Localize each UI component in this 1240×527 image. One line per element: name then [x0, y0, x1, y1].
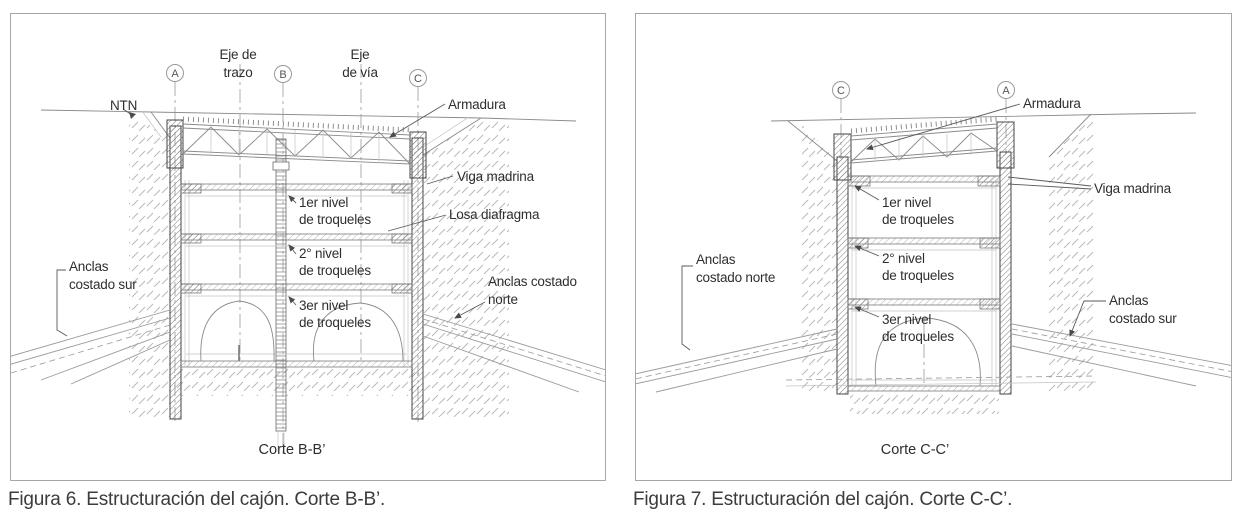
- corte-cc-drawing: C A Armadura Viga madrina 1er nivel de t…: [636, 81, 1231, 458]
- label-losa-diafragma: Losa diafragma: [449, 207, 540, 222]
- label-nivel2-line2: de troqueles: [299, 263, 371, 278]
- label-nivel1-line2: de troqueles: [882, 212, 954, 227]
- figure7-panel: C A Armadura Viga madrina 1er nivel de t…: [635, 13, 1232, 481]
- soil-hatch: [129, 112, 509, 418]
- corte-cc-title: Corte C-C’: [881, 442, 949, 458]
- leader-lines: [681, 103, 1106, 351]
- diaphragm-walls: [166, 119, 427, 420]
- anchor-crossing-lines: [785, 375, 1097, 387]
- anchors-south: [11, 309, 171, 385]
- label-nivel1-line2: de troqueles: [299, 212, 371, 227]
- label-nivel2-line1: 2° nivel: [299, 246, 342, 261]
- tunnel-profiles: [200, 300, 404, 362]
- label-nivel1-line1: 1er nivel: [882, 195, 931, 210]
- roof-truss: [182, 116, 411, 165]
- figure7-caption: Figura 7. Estructuración del cajón. Cort…: [633, 489, 1013, 510]
- soil-hatch: [800, 115, 1094, 414]
- label-anclas-norte-line2: costado norte: [696, 270, 775, 285]
- label-anclas-sur-line2: costado sur: [69, 277, 137, 292]
- corte-bb-title: Corte B-B’: [259, 442, 326, 458]
- label-nivel1-line1: 1er nivel: [299, 195, 348, 210]
- label-viga-madrina: Viga madrina: [1094, 181, 1172, 196]
- label-nivel2-line1: 2° nivel: [882, 251, 925, 266]
- axis-lines: [174, 64, 419, 456]
- anchors-north: [636, 328, 838, 393]
- label-eje-de-via-line1: Eje: [351, 47, 370, 62]
- label-viga-madrina: Viga madrina: [457, 169, 535, 184]
- grid-bubble-c: C: [414, 73, 422, 85]
- anchors-north: [422, 313, 605, 393]
- labels: Eje de trazo Eje de vía NTN Armadura Vig…: [69, 47, 577, 458]
- label-eje-de-trazo-line1: Eje de: [219, 47, 256, 62]
- label-armadura: Armadura: [1023, 96, 1081, 111]
- tunnel-profile: [874, 317, 981, 387]
- strut-slabs: [180, 183, 413, 368]
- grid-bubble-a: A: [171, 68, 179, 80]
- grid-bubble-a: A: [1002, 85, 1010, 97]
- label-anclas-norte-line2: norte: [488, 292, 518, 307]
- label-armadura: Armadura: [448, 97, 506, 112]
- ground-lines: [770, 112, 1197, 162]
- leader-lines: [56, 103, 486, 337]
- label-anclas-sur-line2: costado sur: [1109, 311, 1177, 326]
- labels: Armadura Viga madrina 1er nivel de troqu…: [696, 96, 1177, 458]
- roof-truss: [850, 116, 998, 164]
- anchors-south: [1011, 323, 1231, 387]
- label-nivel3-line1: 3er nivel: [299, 298, 348, 313]
- grid-bubble-c: C: [837, 85, 845, 97]
- corte-bb-drawing: A B C Eje de trazo Eje de vía NTN Armadu…: [11, 47, 605, 458]
- label-nivel3-line2: de troqueles: [882, 329, 954, 344]
- label-anclas-norte-line1: Anclas costado: [488, 274, 577, 289]
- label-eje-de-via-line2: de vía: [342, 65, 378, 80]
- label-nivel2-line2: de troqueles: [882, 268, 954, 283]
- label-eje-de-trazo-line2: trazo: [223, 65, 252, 80]
- grid-bubbles: C A: [832, 81, 1015, 99]
- label-anclas-norte-line1: Anclas: [696, 252, 736, 267]
- figure6-panel: A B C Eje de trazo Eje de vía NTN Armadu…: [10, 13, 606, 481]
- diaphragm-walls: [833, 121, 1015, 395]
- grid-bubbles: A B C: [166, 64, 427, 87]
- label-nivel3-line1: 3er nivel: [882, 312, 931, 327]
- label-nivel3-line2: de troqueles: [299, 315, 371, 330]
- label-anclas-sur-line1: Anclas: [69, 259, 109, 274]
- figure6-caption: Figura 6. Estructuración del cajón. Cort…: [8, 489, 386, 510]
- grid-bubble-b: B: [279, 69, 286, 81]
- label-ntn: NTN: [110, 98, 137, 113]
- label-anclas-sur-line1: Anclas: [1109, 293, 1149, 308]
